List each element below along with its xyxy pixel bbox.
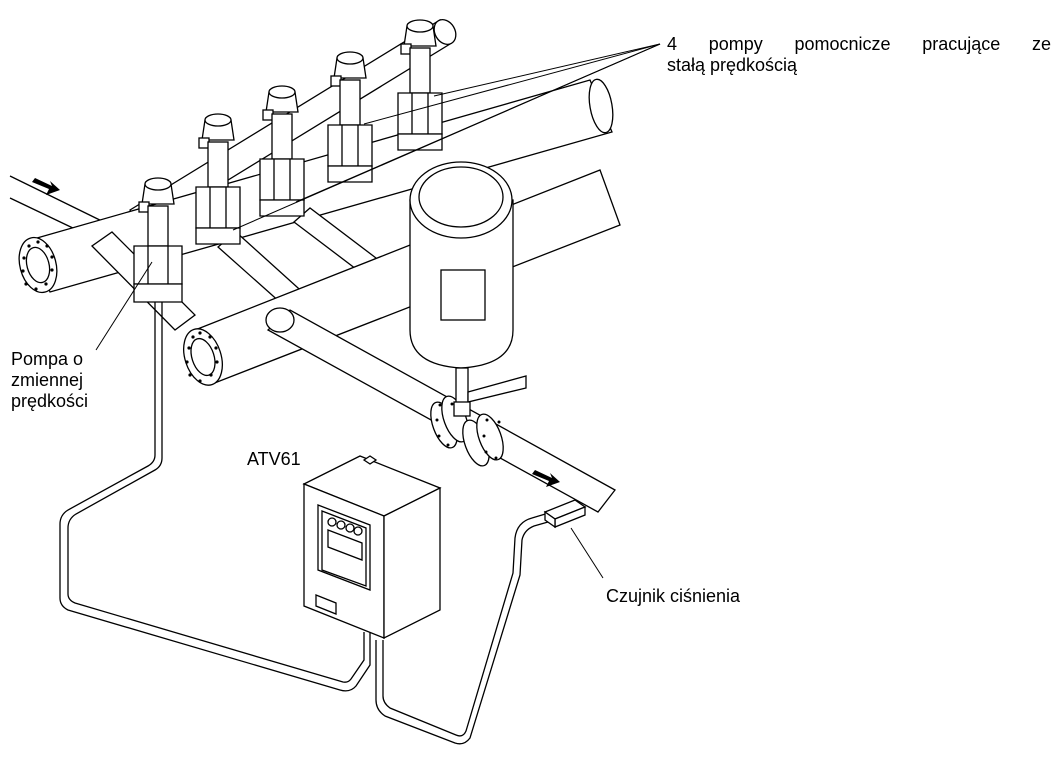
variable-pump-label-line-3: prędkości [11,391,88,412]
variable-pump-label-line-1: Pompa o [11,349,88,370]
pump-aux-4 [398,20,442,150]
tank-nameplate [441,270,485,320]
pump-aux-3 [328,52,372,182]
inlet-flow-arrow [32,178,60,195]
pressure-tank [410,162,526,416]
pressure-sensor-label: Czujnik ciśnienia [606,586,740,607]
variable-pump-label: Pompa o zmiennej prędkości [11,349,88,412]
drive-label: ATV61 [247,449,301,470]
pressure-sensor [545,500,603,578]
variable-pump-label-line-2: zmiennej [11,370,88,391]
atv61-drive [304,456,440,638]
aux-pumps-label: 4 pompy pomocnicze pracujące ze stałą pr… [667,34,1051,76]
aux-pumps-label-line-2: stałą prędkością [667,55,1051,76]
aux-pumps-label-line-1: 4 pompy pomocnicze pracujące ze [667,34,1051,55]
